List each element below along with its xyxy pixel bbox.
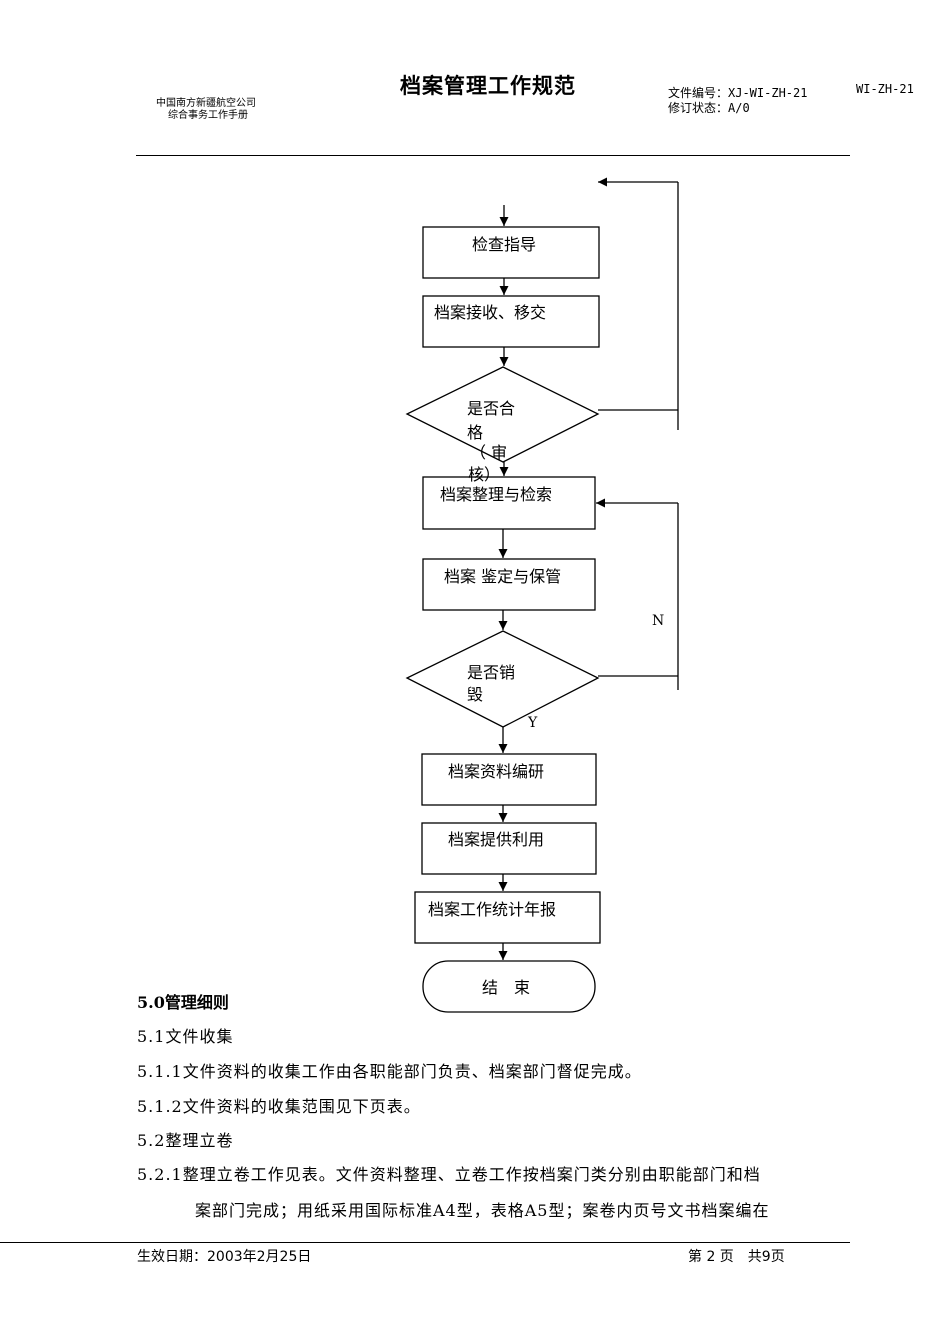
paragraph: 5.2整理立卷 (137, 1131, 234, 1150)
label-end: 结 束 (482, 978, 530, 997)
paragraph: 5.1文件收集 (137, 1027, 234, 1046)
paragraph: 5.2.1整理立卷工作见表。文件资料整理、立卷工作按档案门类分别由职能部门和档 (137, 1165, 761, 1184)
paragraph: 5.1.1文件资料的收集工作由各职能部门负责、档案部门督促完成。 (137, 1062, 642, 1081)
paragraph: 案部门完成；用纸采用国际标准A4型，表格A5型；案卷内页号文书档案编在 (195, 1201, 770, 1220)
company-name: 中国南方新疆航空公司 (156, 98, 256, 109)
page-number: 第 2 页 共9页 (688, 1249, 785, 1265)
box-receive-transfer (422, 295, 600, 348)
box-provide-use (421, 822, 597, 875)
label-compile-research: 档案资料编研 (448, 762, 544, 781)
label-qualified-3: （ 审 (470, 443, 507, 462)
section-title: 5.0管理细则 (137, 993, 229, 1012)
label-inspect-guide: 检查指导 (472, 235, 536, 254)
label-n: N (652, 613, 664, 629)
page-title: 档案管理工作规范 (400, 74, 576, 98)
diamond-qualified (405, 366, 600, 463)
label-destroy-2: 毁 (467, 685, 483, 704)
manual-name: 综合事务工作手册 (168, 110, 248, 121)
label-y: Y (527, 715, 538, 731)
label-qualified-1: 是否合 (467, 399, 515, 418)
box-appraise-keep (422, 558, 596, 611)
footer-rule (0, 1242, 850, 1243)
terminal-end (422, 960, 596, 1013)
doc-number: 文件编号：XJ-WI-ZH-21 (668, 86, 808, 100)
label-provide-use: 档案提供利用 (448, 830, 544, 849)
effective-date: 生效日期：2003年2月25日 (137, 1249, 312, 1265)
label-destroy-1: 是否销 (467, 663, 515, 682)
label-organize-search: 档案整理与检索 (440, 485, 552, 504)
header-rule (136, 155, 850, 156)
box-annual-report (414, 891, 601, 944)
label-appraise-keep: 档案 鉴定与保管 (444, 567, 561, 586)
box-inspect-guide (422, 226, 600, 279)
label-qualified-4: 核） (468, 465, 500, 484)
label-annual-report: 档案工作统计年报 (428, 900, 556, 919)
paragraph: 5.1.2文件资料的收集范围见下页表。 (137, 1097, 421, 1116)
label-qualified-2: 格 (467, 423, 483, 442)
revision-status: 修订状态：A/0 (668, 101, 750, 115)
label-receive-transfer: 档案接收、移交 (434, 303, 546, 322)
doc-number-extra: WI-ZH-21 (856, 82, 914, 96)
box-organize-search (422, 476, 596, 530)
box-compile-research (421, 753, 597, 806)
